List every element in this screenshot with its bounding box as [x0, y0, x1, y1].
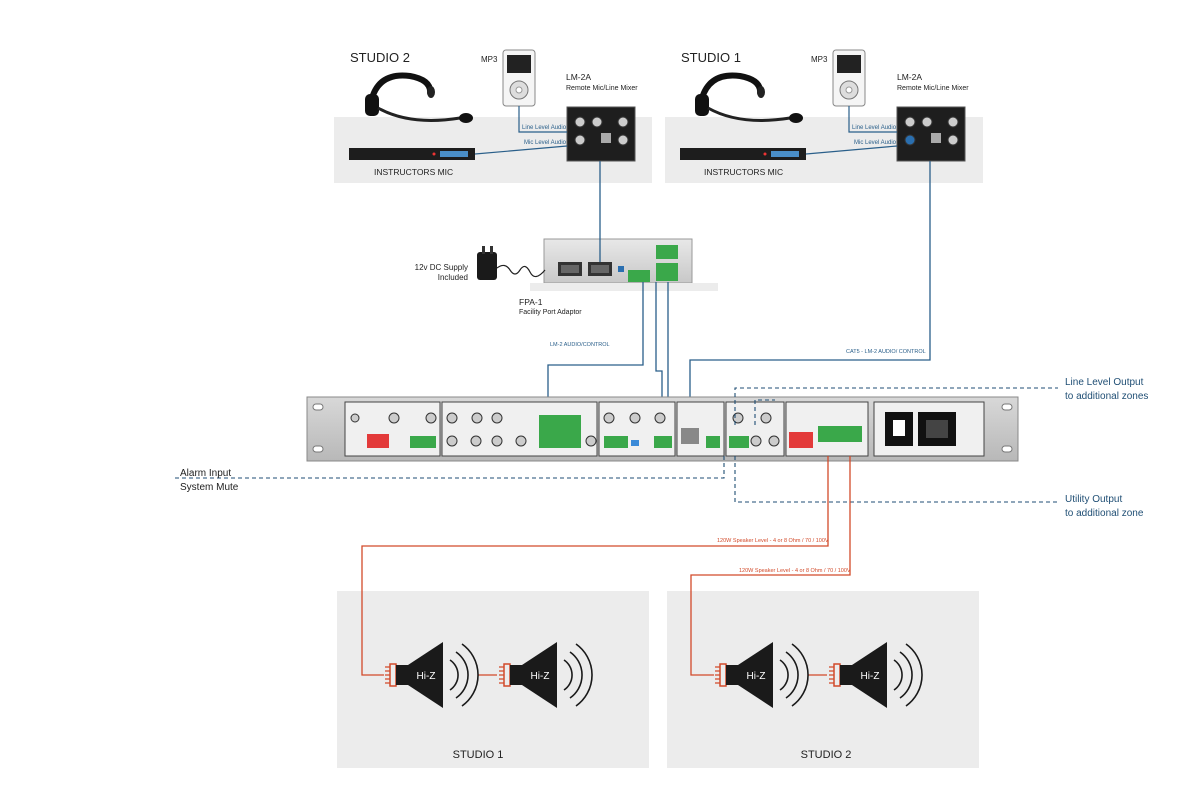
line-level-output-2: to additional zones [1065, 391, 1148, 402]
mixer-desc-right: Remote Mic/Line Mixer [897, 85, 969, 92]
mic-receiver-icon [349, 148, 475, 160]
speaker-zone-left [337, 591, 649, 768]
lm2-audio-control-label: LM-2 AUDIO/CONTROL [550, 342, 610, 348]
speaker-label: Hi-Z [747, 671, 766, 682]
studio-title-top-right: STUDIO 1 [681, 50, 741, 65]
mp3-label-left: MP3 [481, 55, 498, 64]
power-label-1: 12v DC Supply [415, 263, 468, 272]
utility-output-1: Utility Output [1065, 494, 1122, 505]
cat5-control-label: CAT5 - LM-2 AUDIO/ CONTROL [846, 349, 926, 355]
alarm-label-2: System Mute [180, 482, 239, 493]
fpa1-adaptor-icon [530, 238, 718, 291]
mixer-model-left: LM-2A [566, 72, 591, 82]
power-label-2: Included [438, 273, 468, 282]
speaker-zone-right [667, 591, 979, 768]
speaker-label: Hi-Z [861, 671, 880, 682]
speaker-line-label-2: 120W Speaker Level - 4 or 8 Ohm / 70 / 1… [739, 568, 851, 574]
audio-cables [547, 161, 931, 425]
fpa-model: FPA-1 [519, 297, 543, 307]
studio-wiring-right [805, 106, 898, 155]
mp3-player-icon [832, 49, 866, 107]
headset-icon [365, 72, 473, 123]
speaker-zone-title-left: STUDIO 1 [453, 749, 504, 761]
speaker-icon [829, 642, 923, 708]
studio-wiring-left [474, 106, 568, 155]
mic-level-label-left: Mic Level Audio [524, 140, 567, 146]
headset-icon [695, 72, 803, 123]
studio-title-top-left: STUDIO 2 [350, 50, 410, 65]
speaker-line-label-1: 120W Speaker Level - 4 or 8 Ohm / 70 / 1… [717, 538, 829, 544]
output-dashed-lines [175, 387, 1058, 503]
lm2a-mixer-icon [566, 106, 636, 162]
mp3-label-right: MP3 [811, 55, 828, 64]
mixer-desc-left: Remote Mic/Line Mixer [566, 85, 638, 92]
line-level-label-right: Line Level Audio [852, 125, 897, 131]
speaker-icon [715, 642, 809, 708]
mixer-model-right: LM-2A [897, 72, 922, 82]
lm2a-mixer-icon [896, 106, 966, 162]
mic-label-left: INSTRUCTORS MIC [374, 167, 453, 177]
speaker-icon [385, 642, 479, 708]
mic-label-right: INSTRUCTORS MIC [704, 167, 783, 177]
line-level-label-left: Line Level Audio [522, 125, 567, 131]
speaker-label: Hi-Z [417, 671, 436, 682]
speaker-zone-title-right: STUDIO 2 [801, 749, 852, 761]
utility-output-2: to additional zone [1065, 508, 1144, 519]
speaker-cables [361, 456, 851, 676]
mic-receiver-icon [680, 148, 806, 160]
mic-level-label-right: Mic Level Audio [854, 140, 897, 146]
alarm-label-1: Alarm Input [180, 468, 231, 479]
rack-amplifier [306, 396, 1019, 462]
mp3-player-icon [502, 49, 536, 107]
fpa-desc: Facility Port Adaptor [519, 309, 582, 316]
power-supply-icon [477, 246, 546, 280]
speaker-label: Hi-Z [531, 671, 550, 682]
speaker-icon [499, 642, 593, 708]
line-level-output-1: Line Level Output [1065, 377, 1144, 388]
